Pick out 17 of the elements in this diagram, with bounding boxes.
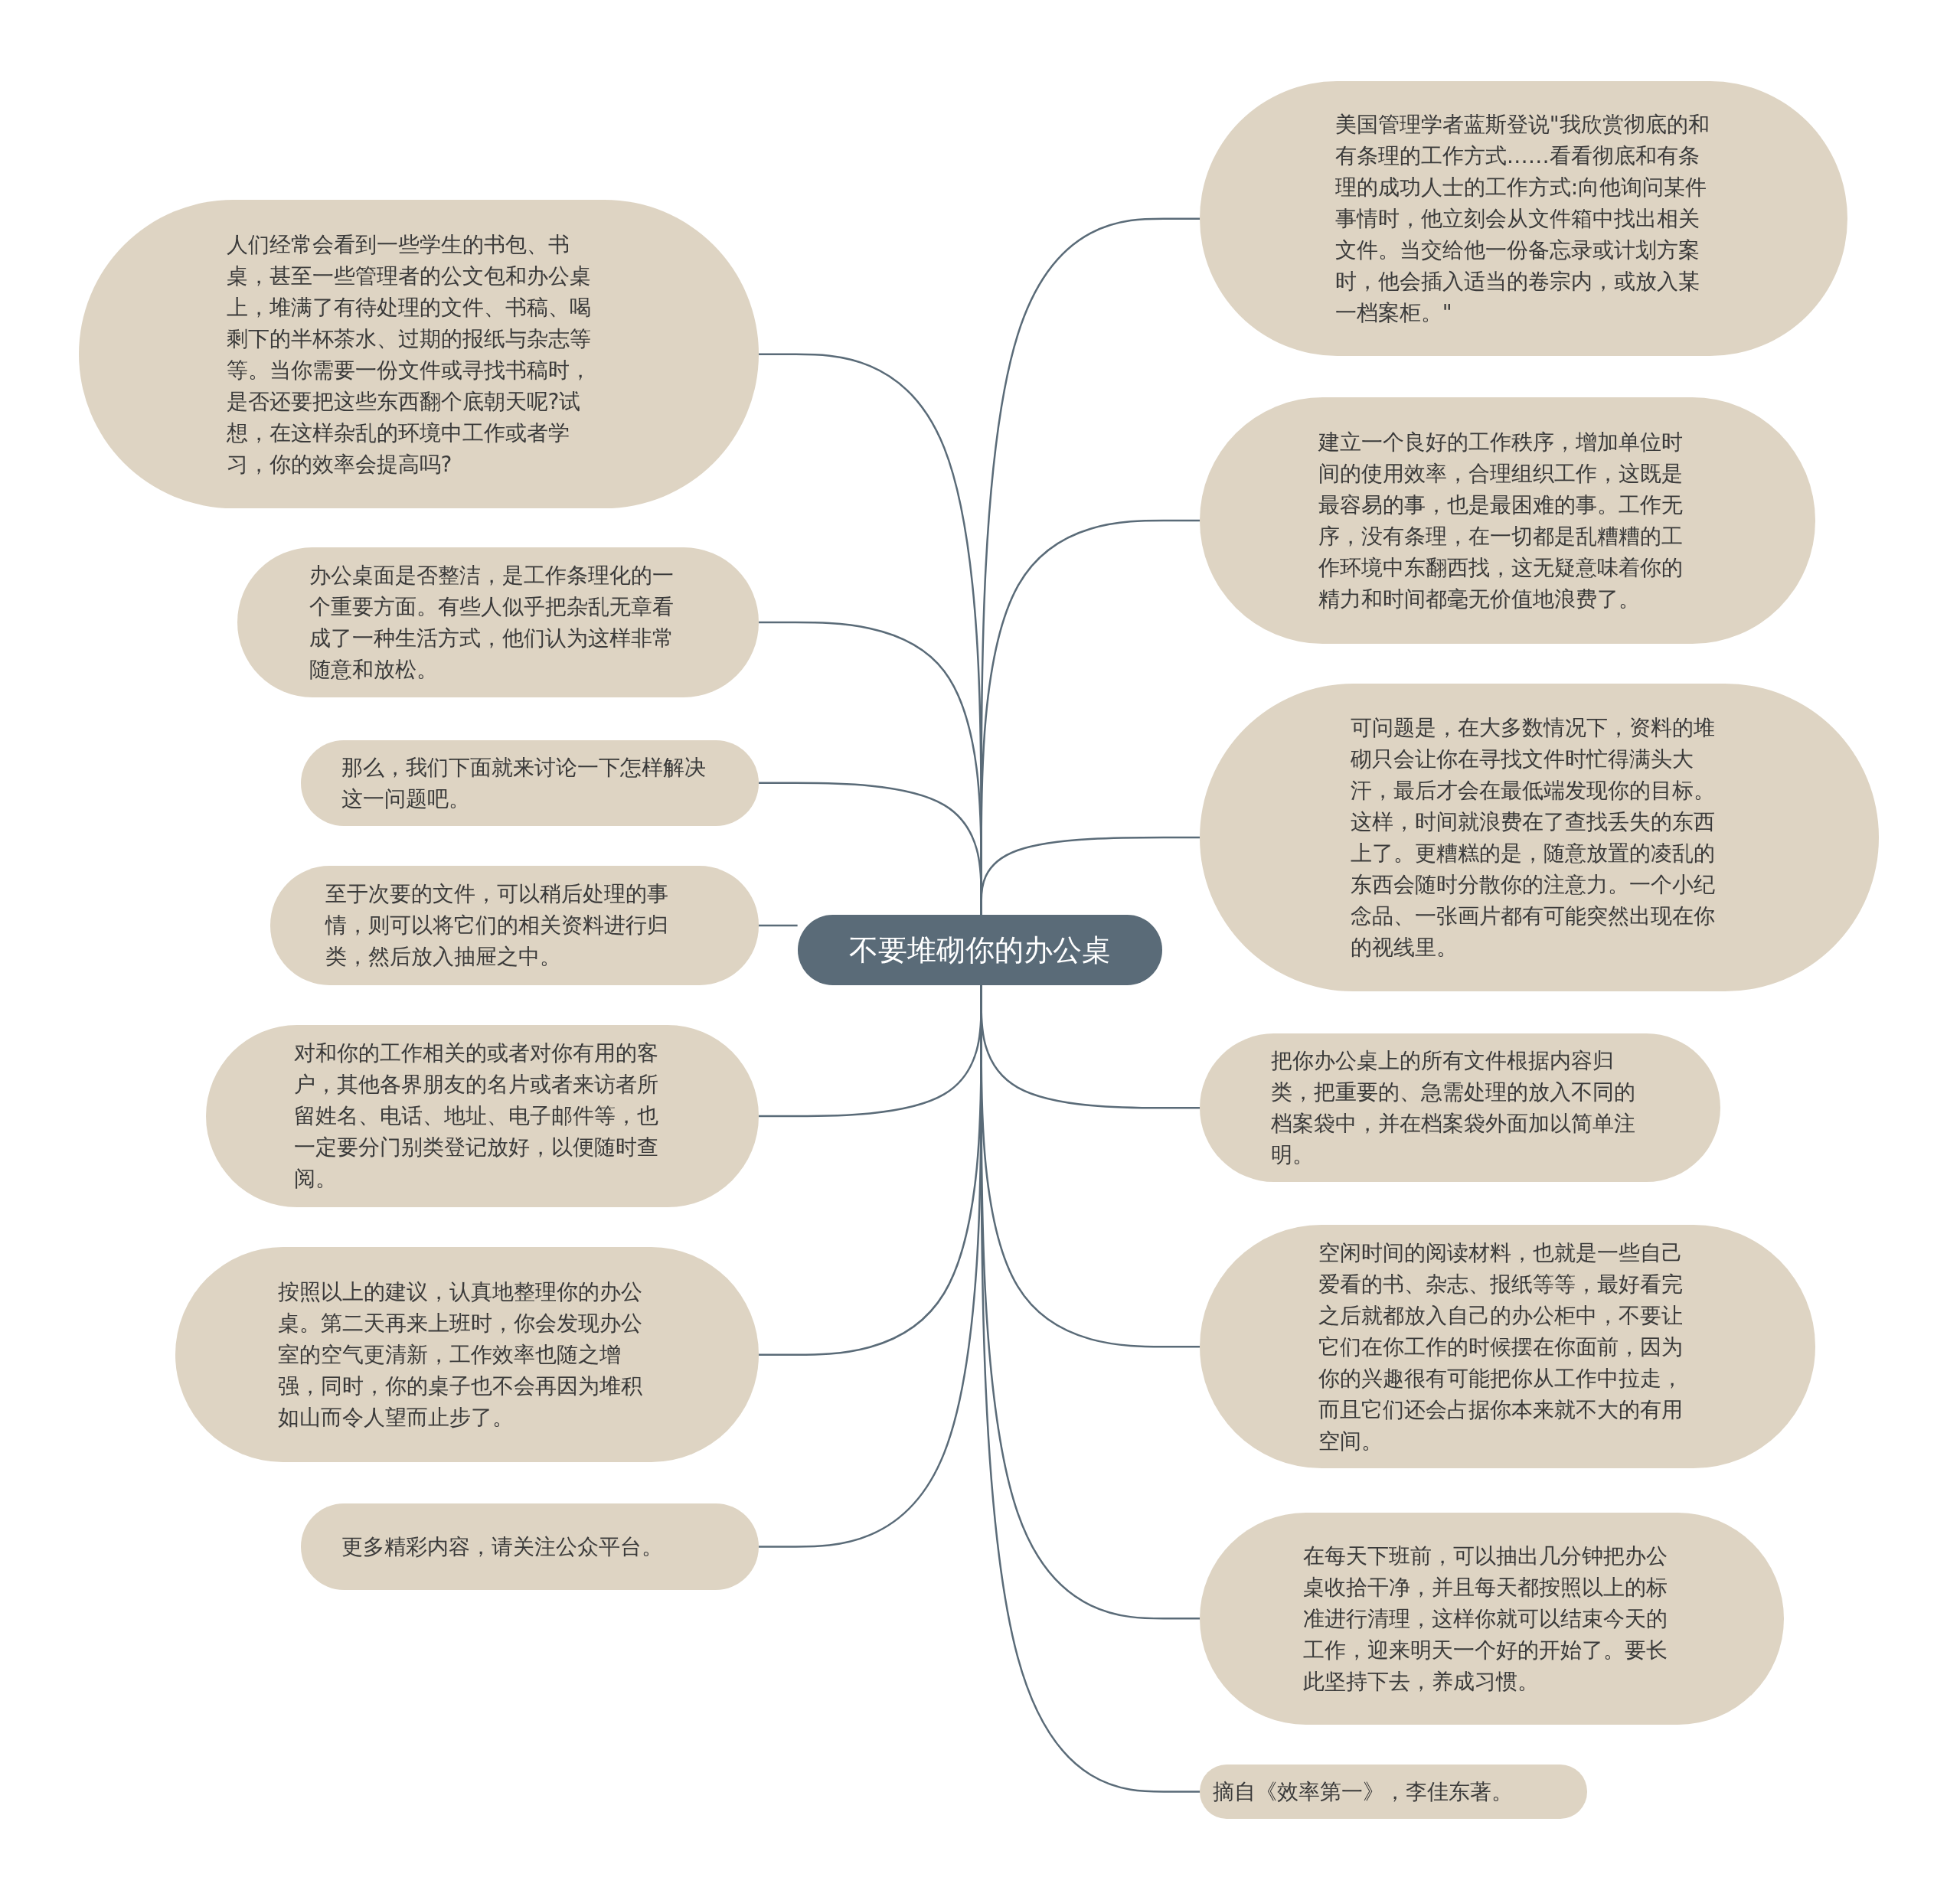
connector-line bbox=[759, 782, 982, 916]
connector-line bbox=[759, 924, 798, 927]
topic-text: 可问题是，在大多数情况下，资料的堆砌只会让你在寻找文件时忙得满头大汗，最后才会在最低端发现你的目标。这样，时间就浪费在了查找丢失的东西上了。更糟糕的是，随意放置的凌乱的东西会随时分散你的注意力。一个小纪念品、一张画片都有可能突然出现在你的视线里。 bbox=[1351, 713, 1717, 961]
topic-text: 人们经常会看到一些学生的书包、书桌，甚至一些管理者的公文包和办公桌上，堆满了有待处理的文件、书稿、喝剩下的半杯茶水、过期的报纸与杂志等等。当你需要一份文件或寻找书稿时，是否还要把这些东西翻个底朝天呢?试想，在这样杂乱的环境中工作或者学习，你的效率会提高吗? bbox=[226, 230, 592, 478]
topic-text: 建立一个良好的工作秩序，增加单位时间的使用效率，合理组织工作，这既是最容易的事，也是最困难的事。工作无序，没有条理，在一切都是乱糟糟的工作环境中东翻西找，这无疑意味着你的精力和时间都毫无价值地浪费了。 bbox=[1318, 429, 1684, 613]
topic-text: 更多精彩内容，请关注公众平台。 bbox=[341, 1533, 664, 1561]
topic-text: 办公桌面是否整洁，是工作条理化的一个重要方面。有些人似乎把杂乱无章看成了一种生活方式，他们认为这样非常随意和放松。 bbox=[309, 562, 675, 684]
topic-text: 对和你的工作相关的或者对你有用的客户，其他各界朋友的名片或者来访者所留姓名、电话、地址、电子邮件等，也一定要分门别类登记放好，以便随时查阅。 bbox=[293, 1040, 659, 1193]
topic-text: 美国管理学者蓝斯登说"我欣赏彻底的和有条理的工作方式……看看彻底和有条理的成功人士的工作方式:向他询问某件事情时，他立刻会从文件箱中找出相关文件。当交给他一份备忘录或计划方案时，他会插入适当的卷宗内，或放入某一档案柜。" bbox=[1334, 111, 1710, 328]
topic-text: 至于次要的文件，可以稍后处理的事情，则可以将它们的相关资料进行归类，然后放入抽屉之中。 bbox=[325, 880, 670, 971]
topic-text: 摘自《效率第一》，李佳东著。 bbox=[1212, 1778, 1514, 1806]
topic-text: 在每天下班前，可以抽出几分钟把办公桌收拾干净，并且每天都按照以上的标准进行清理，这样你就可以结束今天的工作，迎来明天一个好的开始了。要长此坚持下去，养成习惯。 bbox=[1303, 1542, 1669, 1696]
topic-text: 空闲时间的阅读材料，也就是一些自己爱看的书、杂志、报纸等等，最好看完之后就都放入自己的办公柜中，不要让它们在你工作的时候摆在你面前，因为你的兴趣很有可能把你从工作中拉走，而且它们还会占据你本来就不大的有用空间。 bbox=[1318, 1239, 1684, 1455]
topic-title: 不要堆砌你的办公桌 bbox=[849, 932, 1111, 968]
topic-text: 把你办公桌上的所有文件根据内容归类，把重要的、急需处理的放入不同的档案袋中，并在档案袋外面加以简单注明。 bbox=[1271, 1047, 1637, 1170]
topic-text: 那么，我们下面就来讨论一下怎样解决这一问题吧。 bbox=[341, 753, 707, 813]
topic-text: 按照以上的建议，认真地整理你的办公桌。第二天再来上班时，你会发现办公室的空气更清新，工作效率也随之增强，同时，你的桌子也不会再因为堆积如山而令人望而止步了。 bbox=[278, 1278, 644, 1432]
